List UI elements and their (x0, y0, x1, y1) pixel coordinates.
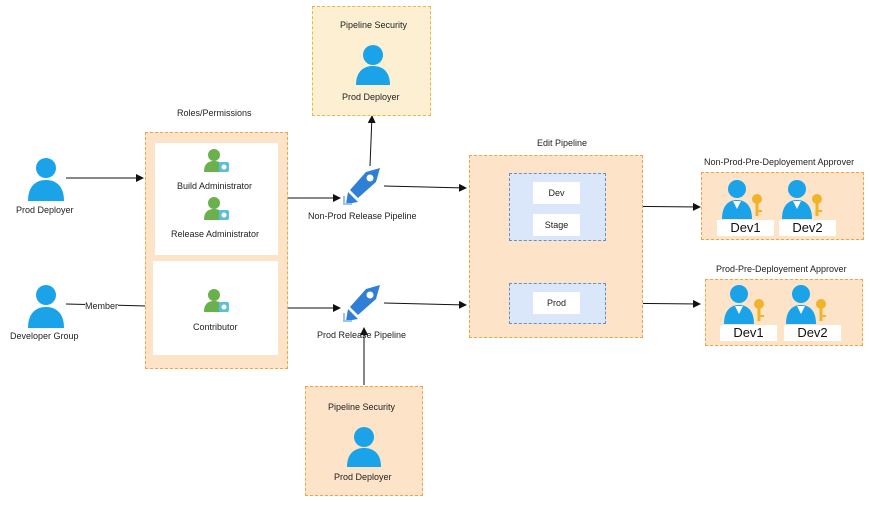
release-admin-label: Release Administrator (171, 229, 260, 239)
build-admin-icon (203, 148, 231, 179)
prod-pipeline-icon[interactable] (342, 283, 384, 328)
pipeline-security-top: Pipeline Security Prod Deployer (312, 6, 431, 116)
user-key-icon (724, 285, 764, 324)
nonprod-approver-1-icon (720, 179, 766, 226)
nonprod-approver-container: Dev1 Dev2 (701, 172, 864, 240)
prod-approver-2-icon (784, 284, 830, 331)
person-icon (28, 285, 64, 328)
prod-approver-name-1: Dev1 (720, 325, 777, 341)
prod-approver-container: Dev1 Dev2 (705, 279, 863, 346)
prod-approver-title: Prod-Pre-Deployement Approver (716, 264, 847, 274)
nonprod-approver-title: Non-Prod-Pre-Deployement Approver (704, 157, 855, 167)
nonprod-approver-2-icon (780, 179, 826, 226)
prod-stages-group: Prod (509, 283, 606, 324)
edge-prod-to-edit (383, 300, 467, 309)
nonprod-approver-name-1: Dev1 (717, 220, 774, 236)
user-gear-icon (204, 149, 229, 172)
stage-dev[interactable]: Dev (533, 182, 580, 204)
nonprod-pipeline-icon[interactable] (342, 166, 384, 211)
user-key-icon (786, 285, 826, 324)
edge-nonprod-to-edit (383, 183, 467, 192)
prod-approver-name-2: Dev2 (784, 325, 841, 341)
edge-nonprod-to-security (367, 115, 376, 167)
security-bottom-user-label: Prod Deployer (334, 472, 392, 482)
security-top-user-label: Prod Deployer (342, 92, 400, 102)
pipeline-rocket-icon (343, 168, 380, 205)
roles-title: Roles/Permissions (177, 108, 252, 118)
user-gear-icon (204, 289, 229, 312)
release-admin-icon (203, 196, 231, 227)
prod-deployer-actor (22, 155, 72, 203)
contributor-icon (203, 288, 231, 319)
pipeline-security-top-title: Pipeline Security (340, 20, 408, 30)
contributor-label: Contributor (193, 322, 238, 332)
nonprod-pipeline-label: Non-Prod Release Pipeline (308, 211, 417, 221)
user-key-icon (722, 180, 762, 219)
developer-group-actor (22, 282, 72, 330)
user-key-icon (782, 180, 822, 219)
user-gear-icon (204, 197, 229, 220)
pipeline-security-bottom: Pipeline Security Prod Deployer (305, 386, 423, 496)
prod-approver-1-icon (722, 284, 768, 331)
nonprod-approver-name-2: Dev2 (779, 220, 836, 236)
pipeline-security-bottom-title: Pipeline Security (328, 402, 396, 412)
developer-group-label: Developer Group (10, 331, 79, 341)
security-bottom-user-icon (344, 425, 384, 474)
stage-prod[interactable]: Prod (533, 292, 580, 314)
person-icon (28, 158, 64, 201)
prod-deployer-label: Prod Deployer (16, 205, 74, 215)
member-edge-label: Member (85, 301, 119, 311)
build-admin-label: Build Administrator (177, 181, 253, 191)
person-icon (347, 427, 381, 467)
pipeline-rocket-icon (343, 285, 380, 322)
nonprod-stages-group: Dev Stage (509, 173, 606, 241)
stage-stage[interactable]: Stage (533, 214, 580, 236)
edit-pipeline-container: Dev Stage Prod (469, 155, 643, 338)
edit-pipeline-title: Edit Pipeline (537, 138, 588, 148)
security-top-user-icon (353, 43, 393, 92)
person-icon (356, 45, 390, 85)
prod-pipeline-label: Prod Release Pipeline (317, 330, 407, 340)
